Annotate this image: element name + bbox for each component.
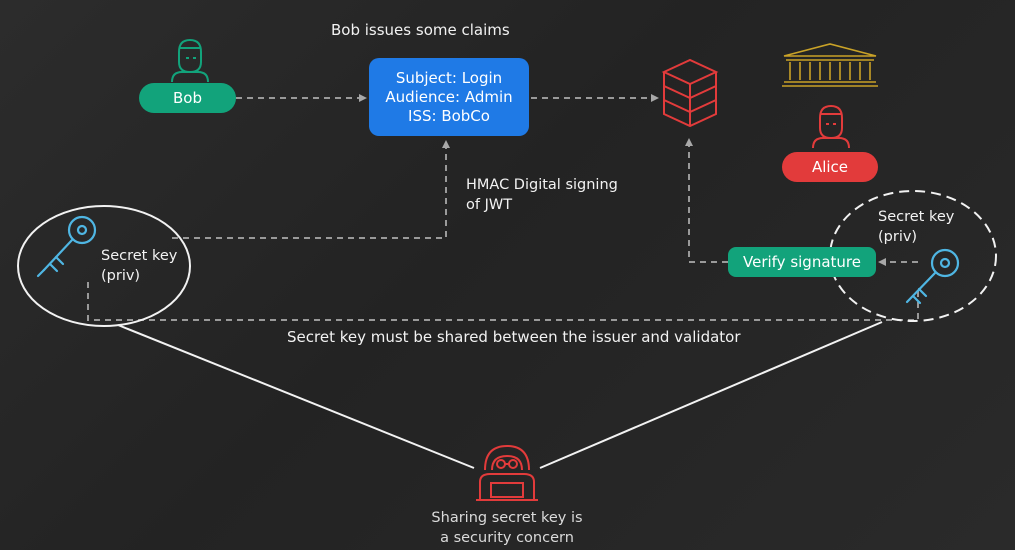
- left-key-label-line1: Secret key: [101, 248, 178, 264]
- alice-person-icon: [812, 104, 850, 149]
- right-key-icon: [905, 248, 960, 305]
- left-key-label-line2: (priv): [101, 268, 141, 284]
- claim-iss: ISS: BobCo: [408, 106, 490, 125]
- left-key-circle: [17, 205, 191, 327]
- hacker-icon: [476, 444, 538, 501]
- claim-audience: Audience: Admin: [385, 87, 513, 106]
- verify-signature-label: Verify signature: [728, 247, 876, 277]
- bank-icon: [782, 43, 878, 87]
- right-key-label-line2: (priv): [878, 229, 918, 245]
- right-key-label: Secret key (priv): [878, 207, 954, 247]
- database-icon: [661, 58, 719, 128]
- hmac-label-line1: HMAC Digital signing: [466, 177, 618, 193]
- alice-label: Alice: [782, 152, 878, 182]
- left-to-hacker-line: [117, 324, 475, 469]
- arrow-key-to-claims: [172, 140, 450, 239]
- claims-box: Subject: Login Audience: Admin ISS: BobC…: [369, 58, 529, 136]
- right-key-label-line1: Secret key: [878, 209, 955, 225]
- hmac-label: HMAC Digital signing of JWT: [466, 175, 618, 215]
- bob-person-icon: [171, 38, 209, 83]
- arrow-verify-to-db: [685, 138, 728, 263]
- shared-key-line: [87, 282, 919, 321]
- bob-label: Bob: [139, 83, 236, 113]
- security-concern-caption: Sharing secret key is a security concern: [400, 508, 614, 548]
- left-key-label: Secret key (priv): [101, 246, 177, 286]
- diagram-title: Bob issues some claims: [331, 21, 510, 39]
- hmac-label-line2: of JWT: [466, 197, 513, 213]
- shared-key-note: Secret key must be shared between the is…: [287, 328, 741, 346]
- right-to-hacker-line: [539, 321, 883, 469]
- left-key-icon: [36, 215, 97, 278]
- claim-subject: Subject: Login: [395, 68, 503, 87]
- security-concern-line2: a security concern: [440, 530, 574, 546]
- security-concern-line1: Sharing secret key is: [431, 510, 583, 526]
